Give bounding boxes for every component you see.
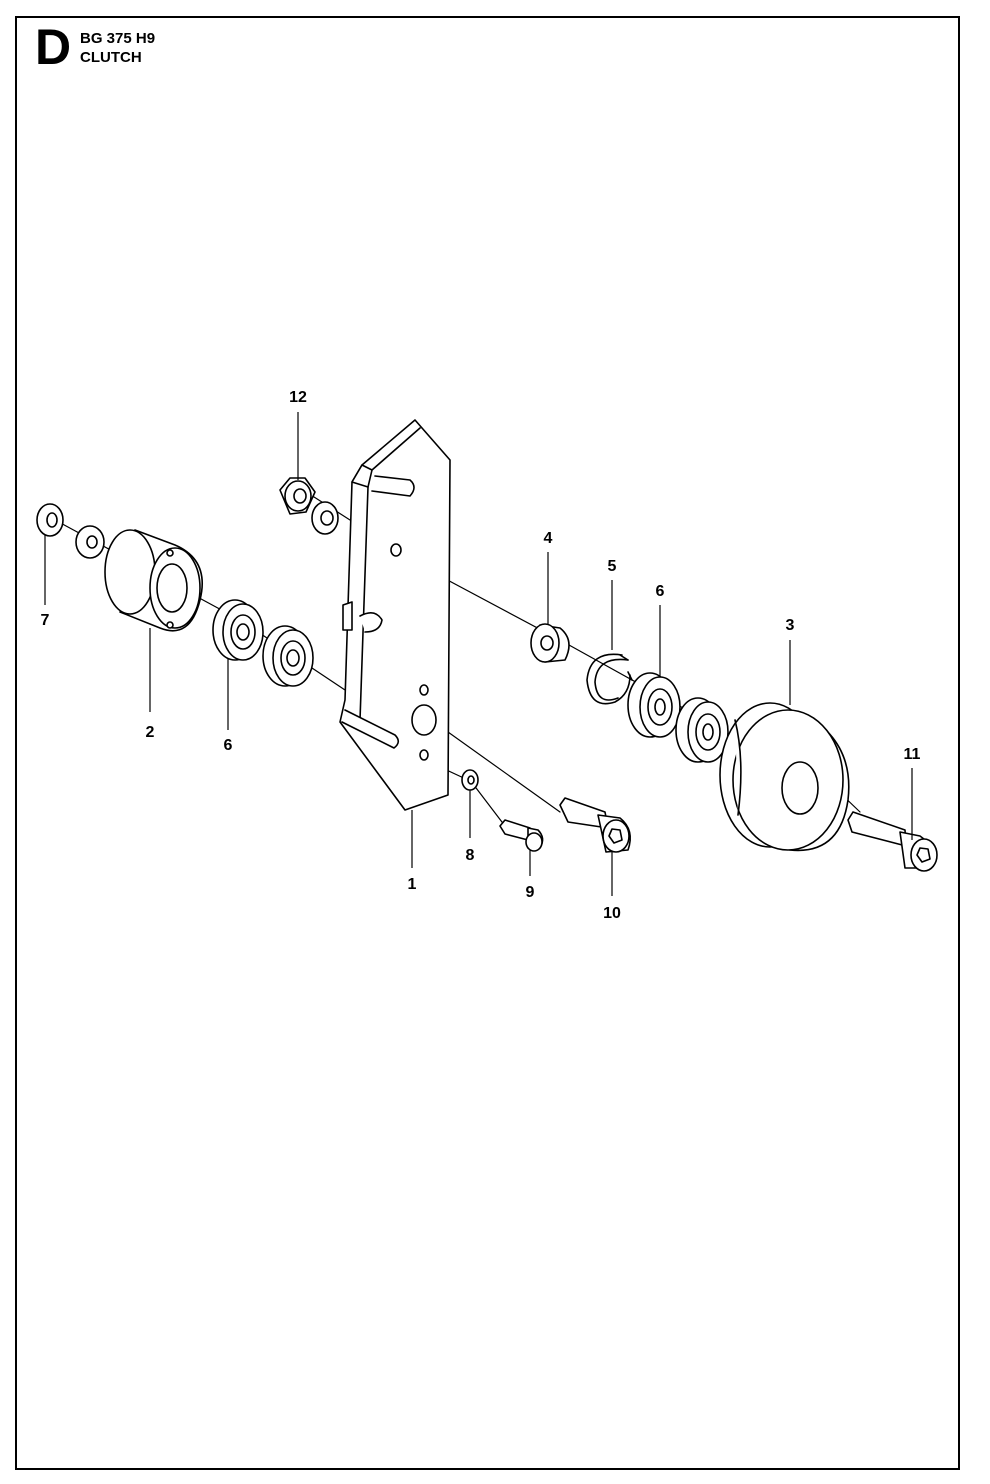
callout-leaders [44, 412, 913, 896]
part-2-clutch-hub [104, 529, 204, 632]
page-border [15, 16, 960, 1470]
diagram-title: CLUTCH [80, 49, 142, 66]
part-6-bearing-left-b [262, 625, 314, 687]
callout-1: 1 [408, 876, 417, 893]
part-8-washer [461, 769, 479, 791]
part-3-pulley [719, 702, 850, 852]
part-9-screw [499, 819, 544, 852]
callout-labels: 1 2 3 4 5 6 6 7 8 9 10 11 12 [41, 389, 921, 922]
part-6-bearing-right-b [675, 697, 729, 763]
part-5-circlip [586, 653, 633, 705]
section-letter: D [35, 19, 72, 75]
callout-8: 8 [466, 847, 475, 864]
model-name: BG 375 H9 [80, 30, 156, 47]
part-7-washer [36, 503, 64, 537]
part-1-bracket-plate [339, 419, 451, 811]
nut-washer [311, 501, 339, 535]
part-6-bearing-right-a [627, 672, 681, 738]
part-10-bolt [559, 797, 631, 853]
spacer-washer [75, 525, 105, 559]
callout-3: 3 [786, 617, 795, 634]
part-12-nut [279, 477, 316, 515]
callout-4: 4 [544, 530, 553, 547]
part-4-spacer [530, 623, 570, 663]
callout-5: 5 [608, 558, 617, 575]
callout-12: 12 [289, 389, 307, 406]
callout-10: 10 [603, 905, 621, 922]
callout-11: 11 [904, 746, 921, 763]
callout-6-right: 6 [656, 583, 665, 600]
callout-9: 9 [526, 884, 535, 901]
callout-6-left: 6 [224, 737, 233, 754]
part-6-bearing-left-a [212, 599, 264, 661]
callout-7: 7 [41, 612, 50, 629]
part-11-bolt [847, 811, 938, 872]
callout-2: 2 [146, 724, 155, 741]
